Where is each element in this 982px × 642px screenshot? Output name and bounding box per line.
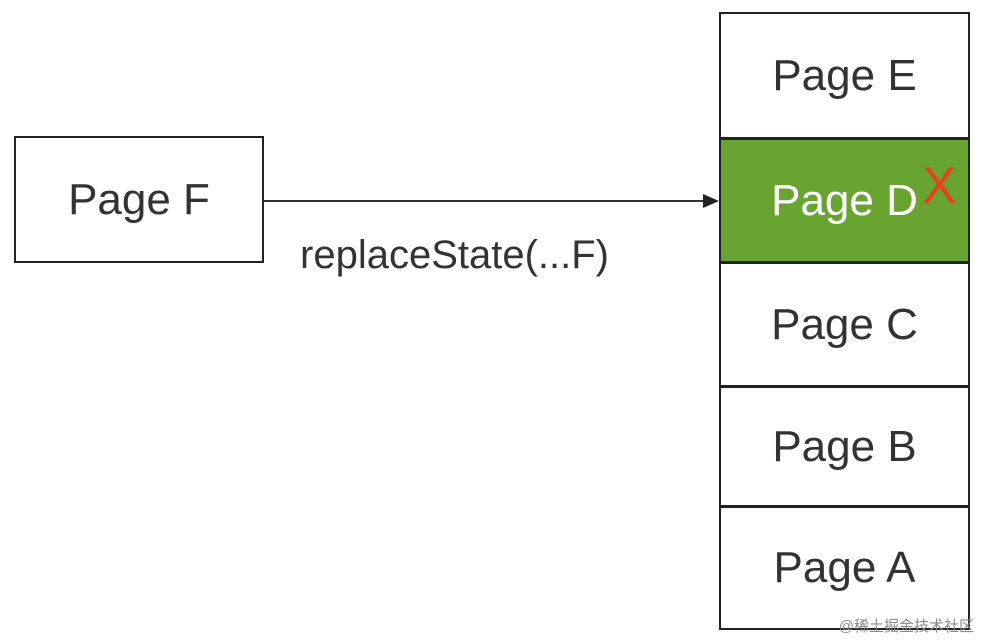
stack-item-label: Page A bbox=[773, 543, 916, 592]
stack-item-label: Page C bbox=[771, 299, 918, 349]
stack-item-page-e: Page E bbox=[719, 12, 970, 139]
stack-item-page-a: Page A bbox=[719, 506, 970, 630]
arrow-label: replaceState(...F) bbox=[300, 233, 610, 277]
watermark: @稀土掘金技术社区 bbox=[838, 618, 974, 635]
stack-item-page-d: Page D bbox=[719, 138, 970, 263]
stack-item-label: Page B bbox=[772, 421, 917, 471]
stack-item-label: Page D bbox=[771, 175, 918, 225]
source-page-box: Page F bbox=[14, 136, 264, 263]
replaced-x-mark: X bbox=[922, 157, 957, 215]
stack-item-page-c: Page C bbox=[719, 262, 970, 387]
stack-item-label: Page E bbox=[772, 50, 917, 100]
stack-item-page-b: Page B bbox=[719, 386, 970, 507]
source-page-label: Page F bbox=[68, 174, 210, 224]
arrow-head bbox=[703, 194, 719, 208]
